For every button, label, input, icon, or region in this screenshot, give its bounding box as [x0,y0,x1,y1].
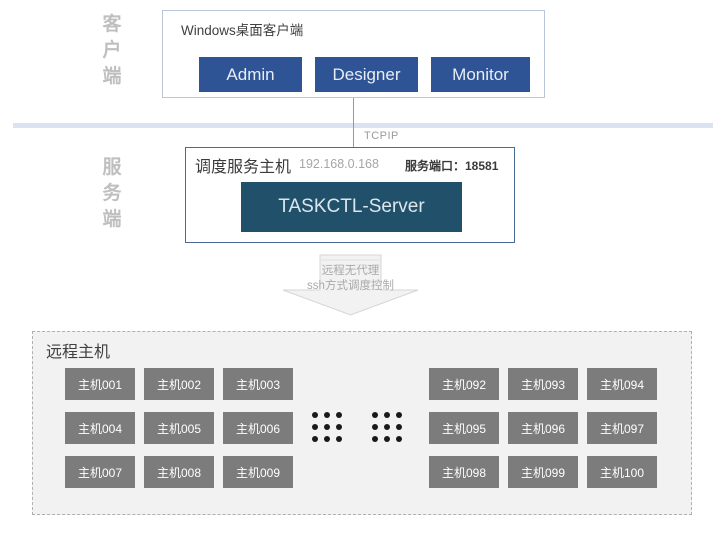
server-label-char-3: 端 [102,209,122,230]
host-box[interactable]: 主机007 [65,456,135,488]
client-app-admin[interactable]: Admin [199,57,302,92]
server-host-name: 调度服务主机 [195,159,292,176]
dot [336,424,342,430]
dot [384,424,390,430]
host-box[interactable]: 主机006 [223,412,293,444]
ssh-caption-line-2: ssh方式调度控制 [307,280,394,292]
host-box[interactable]: 主机001 [65,368,135,400]
dot [372,412,378,418]
tier-divider [13,123,713,128]
dot [372,424,378,430]
client-app-monitor[interactable]: Monitor [431,57,530,92]
client-app-designer[interactable]: Designer [315,57,418,92]
host-box[interactable]: 主机094 [587,368,657,400]
dot [312,424,318,430]
tcpip-connector-line [353,98,354,168]
section-label-server: 服 务 端 [95,155,129,233]
dot [396,412,402,418]
host-box[interactable]: 主机009 [223,456,293,488]
host-grid-left: 主机001 主机002 主机003 主机004 主机005 主机006 主机00… [65,368,293,488]
ellipsis-dots-left [309,409,345,445]
section-label-client: 客 户 端 [95,12,129,90]
host-box[interactable]: 主机098 [429,456,499,488]
server-label-char-2: 务 [102,183,122,204]
dot [312,412,318,418]
ellipsis-dots-right [369,409,405,445]
host-box[interactable]: 主机096 [508,412,578,444]
remote-hosts-title: 远程主机 [46,344,111,361]
ssh-arrow-caption: 远程无代理 ssh方式调度控制 [282,264,419,294]
host-grid-right: 主机092 主机093 主机094 主机095 主机096 主机097 主机09… [429,368,657,488]
host-box[interactable]: 主机093 [508,368,578,400]
client-label-char-3: 端 [102,66,122,87]
client-label-char-1: 客 [102,14,122,35]
host-box[interactable]: 主机097 [587,412,657,444]
client-label-char-2: 户 [102,40,122,61]
host-box[interactable]: 主机099 [508,456,578,488]
dot [336,436,342,442]
dot [324,436,330,442]
ssh-flow-arrow: 远程无代理 ssh方式调度控制 [282,254,419,316]
host-box[interactable]: 主机095 [429,412,499,444]
remote-hosts-container: 远程主机 主机001 主机002 主机003 主机004 主机005 主机006… [32,331,692,515]
dot [384,436,390,442]
server-container: 调度服务主机 192.168.0.168 服务端口：18581 TASKCTL-… [185,147,515,243]
server-label-char-1: 服 [102,157,122,178]
host-box[interactable]: 主机008 [144,456,214,488]
host-box[interactable]: 主机003 [223,368,293,400]
host-box[interactable]: 主机002 [144,368,214,400]
dot [336,412,342,418]
dot [384,412,390,418]
dot [324,412,330,418]
host-box[interactable]: 主机004 [65,412,135,444]
client-title: Windows桌面客户端 [181,23,304,38]
server-core-component: TASKCTL-Server [241,182,462,232]
dot [396,424,402,430]
host-box[interactable]: 主机092 [429,368,499,400]
server-host-ip: 192.168.0.168 [299,157,379,171]
dot [372,436,378,442]
dot [324,424,330,430]
dot [312,436,318,442]
server-port-label: 服务端口：18581 [405,159,499,173]
block-arrow-icon [282,254,419,316]
host-box[interactable]: 主机100 [587,456,657,488]
dot [396,436,402,442]
ssh-caption-line-1: 远程无代理 [321,265,380,277]
tcpip-protocol-label: TCPIP [364,130,399,142]
host-box[interactable]: 主机005 [144,412,214,444]
client-container: Windows桌面客户端 Admin Designer Monitor [162,10,545,98]
